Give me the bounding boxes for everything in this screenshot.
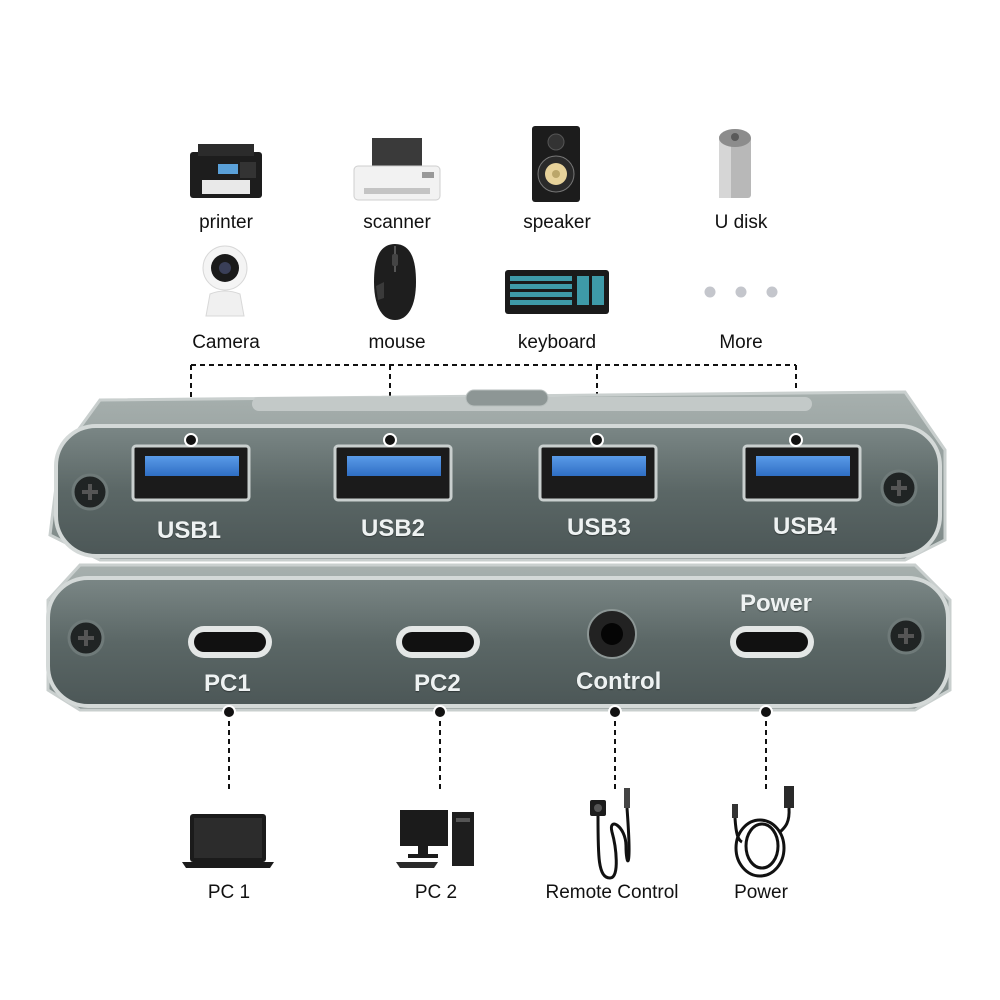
peripheral-label-speaker: speaker: [523, 212, 591, 233]
port-label-power: Power: [740, 590, 813, 617]
usb-a-port-3: [538, 444, 658, 502]
usb-a-port-1: [131, 444, 251, 502]
port-label-usb1: USB1: [157, 517, 222, 544]
usb-disk-icon: [715, 126, 755, 200]
more-dots-icon: [704, 286, 780, 298]
screw-icon: [71, 473, 109, 511]
peripheral-label-scanner: scanner: [363, 212, 431, 233]
screw-icon: [880, 469, 918, 507]
laptop-icon: [182, 812, 274, 870]
remote-control-cable-icon: [586, 786, 642, 882]
camera-icon: [200, 244, 250, 320]
peripheral-label-mouse: mouse: [368, 332, 426, 353]
host-label-remote-control: Remote Control: [545, 882, 679, 903]
usb-c-port-pc2: [396, 626, 480, 658]
peripheral-label-keyboard: keyboard: [517, 332, 597, 353]
peripheral-label-camera: Camera: [192, 332, 260, 353]
usb-a-port-4: [742, 444, 862, 502]
usb-a-port-2: [333, 444, 453, 502]
host-label-pc1: PC 1: [207, 882, 251, 903]
port-label-usb4: USB4: [773, 513, 838, 540]
usb-power-cable-icon: [728, 784, 798, 882]
keyboard-icon: [505, 270, 609, 314]
port-label-pc2: PC2: [414, 670, 461, 697]
host-label-pc2: PC 2: [414, 882, 458, 903]
port-label-usb3: USB3: [567, 514, 632, 541]
port-label-usb2: USB2: [361, 515, 426, 542]
usb-c-port-pc1: [188, 626, 272, 658]
speaker-icon: [532, 126, 580, 202]
mouse-icon: [372, 242, 418, 322]
host-label-power: Power: [734, 882, 788, 903]
switch-bottom-body: [46, 563, 952, 712]
screw-icon: [67, 619, 105, 657]
audio-jack-control: [587, 609, 637, 659]
scanner-icon: [352, 138, 442, 204]
peripheral-label-u-disk: U disk: [714, 212, 768, 233]
desktop-pc-icon: [394, 806, 478, 870]
peripheral-label-printer: printer: [199, 212, 253, 233]
switch-top-body: [48, 389, 947, 562]
screw-icon: [887, 617, 925, 655]
port-label-pc1: PC1: [204, 670, 251, 697]
usb-c-port-power: [730, 626, 814, 658]
peripheral-label-more: More: [719, 332, 763, 353]
port-label-control: Control: [576, 668, 662, 695]
printer-icon: [188, 142, 264, 202]
